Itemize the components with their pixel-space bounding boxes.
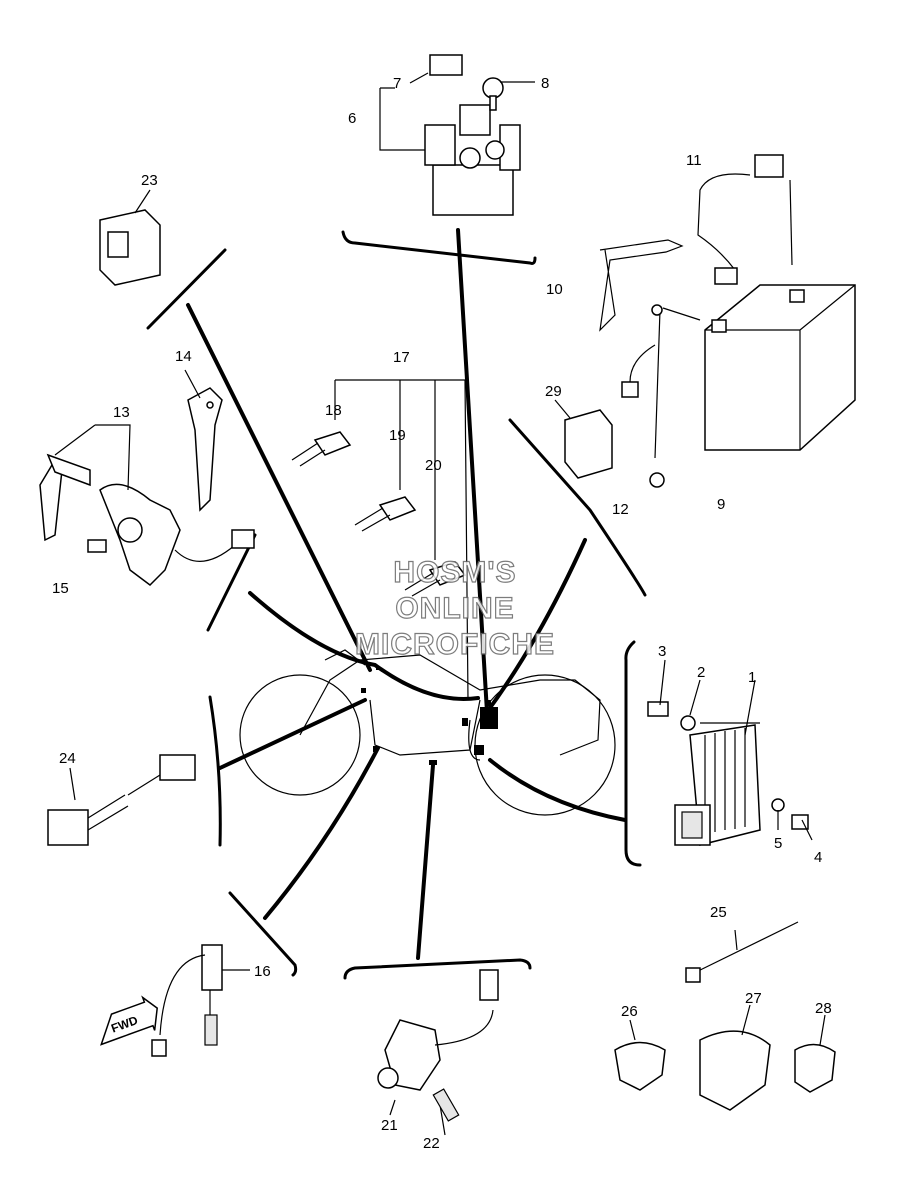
callout-19: 19 (389, 427, 406, 444)
callout-17: 17 (393, 349, 410, 366)
switch-16 (151, 944, 250, 1057)
battery-band (599, 239, 684, 332)
relay-unit-23 (99, 189, 161, 286)
callout-7: 7 (393, 75, 401, 92)
callout-20: 20 (425, 457, 442, 474)
starter-relay (424, 54, 521, 216)
relay-unit-29 (554, 399, 613, 479)
watermark-line3: MICROFICHE (355, 628, 555, 661)
callout-22: 22 (423, 1135, 440, 1152)
callout-23: 23 (141, 172, 158, 189)
relay-fuse (429, 54, 463, 76)
rectifier-group (647, 659, 813, 846)
watermark-line1: HOSM'S (393, 556, 516, 589)
cable-tie-25 (689, 921, 799, 976)
battery-group (599, 154, 856, 488)
callout-15: 15 (52, 580, 69, 597)
main-switch-group (39, 369, 255, 586)
callout-25: 25 (710, 904, 727, 921)
callout-26: 26 (621, 1003, 638, 1020)
watermark-line2: ONLINE (395, 592, 514, 625)
callout-4: 4 (814, 849, 822, 866)
callouts: 1 2 3 4 5 6 7 8 9 10 11 12 13 14 15 16 1… (52, 75, 832, 1152)
battery-lead (697, 173, 751, 271)
clamp-28 (794, 1043, 836, 1093)
leader-lines (146, 228, 647, 980)
callout-13: 13 (113, 404, 130, 421)
clamps-group (614, 921, 836, 1111)
callout-6: 6 (348, 110, 356, 127)
callout-18: 18 (325, 402, 342, 419)
callout-14: 14 (175, 348, 192, 365)
watermark: HOSM'S ONLINE MICROFICHE (354, 555, 555, 661)
callout-29: 29 (545, 383, 562, 400)
sensor-24 (47, 754, 196, 846)
callout-10: 10 (546, 281, 563, 298)
fuse-group (291, 379, 469, 701)
callout-11: 11 (686, 152, 702, 169)
harness-connectors (361, 666, 498, 765)
callout-16: 16 (254, 963, 271, 980)
callout-2: 2 (697, 664, 705, 681)
forward-direction-arrow: FWD (100, 995, 159, 1046)
callout-1: 1 (748, 669, 756, 686)
clamp-27 (699, 1030, 771, 1111)
switch-21 (377, 969, 499, 1136)
callout-12: 12 (612, 501, 629, 518)
callout-28: 28 (815, 1000, 832, 1017)
callout-8: 8 (541, 75, 549, 92)
callout-9: 9 (717, 496, 725, 513)
callout-3: 3 (658, 643, 666, 660)
callout-24: 24 (59, 750, 76, 767)
clamp-26 (614, 1041, 666, 1091)
callout-27: 27 (745, 990, 762, 1007)
relay-bolt (482, 77, 504, 99)
battery-minus-lead (654, 309, 661, 459)
callout-5: 5 (774, 835, 782, 852)
callout-21: 21 (381, 1117, 398, 1134)
